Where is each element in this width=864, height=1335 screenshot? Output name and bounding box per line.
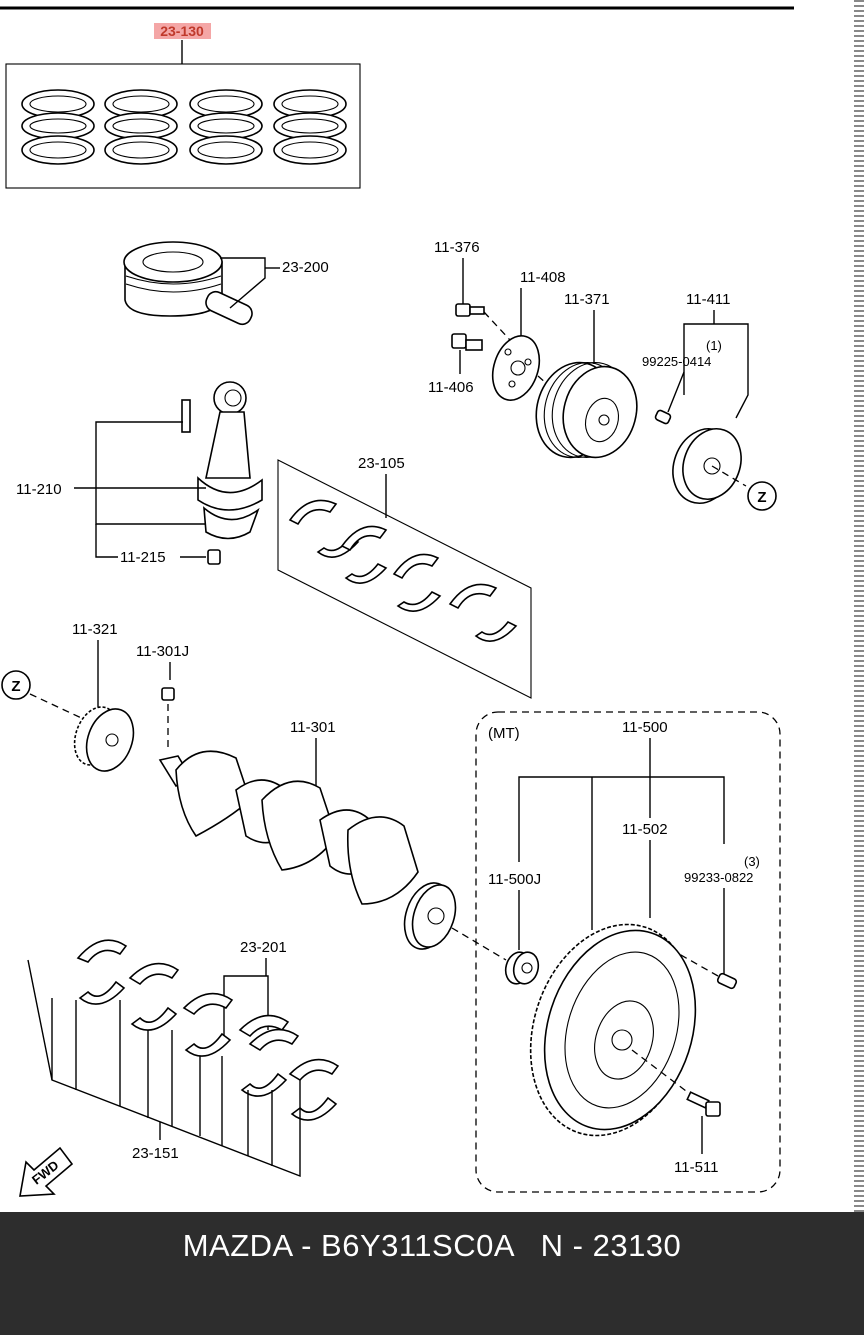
mt-group-frame — [475, 711, 781, 1193]
label-11-371[interactable]: 11-371 — [564, 291, 610, 308]
label-11-502[interactable]: 11-502 — [622, 821, 668, 838]
flywheel — [529, 923, 697, 1137]
page-edge — [854, 0, 864, 1212]
label-11-411[interactable]: 11-411 — [686, 291, 730, 308]
crank-sprocket — [73, 706, 135, 772]
flywheel-bolt — [686, 1091, 721, 1117]
footer-bar: MAZDA - B6Y311SC0A N - 23130 — [0, 1212, 864, 1335]
dowel-pin — [716, 972, 738, 990]
ring-set-frame — [5, 63, 361, 189]
label-mt[interactable]: (MT) — [488, 725, 520, 742]
label-99225-0414[interactable]: 99225-0414 — [642, 354, 711, 369]
crankshaft — [158, 750, 457, 950]
z-marker-top — [747, 481, 777, 511]
label-11-301J[interactable]: 11-301J — [136, 643, 189, 660]
label-11-406[interactable]: 11-406 — [428, 379, 474, 396]
label-23-151[interactable]: 23-151 — [132, 1145, 179, 1162]
bearing-set-frame — [277, 459, 532, 699]
crank-pulley — [535, 361, 638, 459]
pilot-bearing — [504, 951, 540, 985]
label-23-105[interactable]: 23-105 — [358, 455, 405, 472]
piston — [123, 241, 253, 326]
connecting-rod — [181, 381, 263, 565]
label-11-301[interactable]: 11-301 — [290, 719, 336, 736]
pulley-key — [654, 409, 672, 425]
label-11-500[interactable]: 11-500 — [622, 719, 668, 736]
label-qty-1[interactable]: (1) — [706, 338, 722, 353]
footer-text: MAZDA - B6Y311SC0A N - 23130 — [182, 1228, 682, 1263]
label-11-215[interactable]: 11-215 — [120, 549, 166, 566]
label-11-376[interactable]: 11-376 — [434, 239, 480, 256]
label-11-210[interactable]: 11-210 — [16, 481, 62, 498]
label-11-500J[interactable]: 11-500J — [488, 871, 541, 888]
parts-diagram: 23-130 23-200 — [0, 6, 794, 1197]
bolt-11-376 — [455, 303, 485, 317]
main-bearings — [76, 939, 340, 1121]
label-z-left[interactable]: Z — [11, 678, 20, 695]
highlight-mark — [154, 23, 211, 39]
crank-key — [161, 687, 175, 701]
bolt-11-406 — [451, 333, 483, 351]
label-23-201[interactable]: 23-201 — [240, 939, 287, 956]
label-11-321[interactable]: 11-321 — [72, 621, 118, 638]
conrod-bearings — [288, 499, 518, 642]
label-11-408[interactable]: 11-408 — [520, 269, 566, 286]
z-marker-left — [1, 670, 31, 700]
plate-11-408 — [491, 335, 541, 401]
label-qty-3[interactable]: (3) — [744, 854, 760, 869]
fwd-arrow-icon — [19, 1146, 74, 1197]
pulley-plate — [672, 428, 742, 504]
label-23-200[interactable]: 23-200 — [282, 259, 329, 276]
label-23-130[interactable]: 23-130 — [160, 23, 204, 39]
label-z-top[interactable]: Z — [757, 489, 766, 506]
label-11-511[interactable]: 11-511 — [674, 1159, 718, 1176]
piston-rings — [21, 89, 347, 165]
label-99233-0822[interactable]: 99233-0822 — [684, 870, 753, 885]
